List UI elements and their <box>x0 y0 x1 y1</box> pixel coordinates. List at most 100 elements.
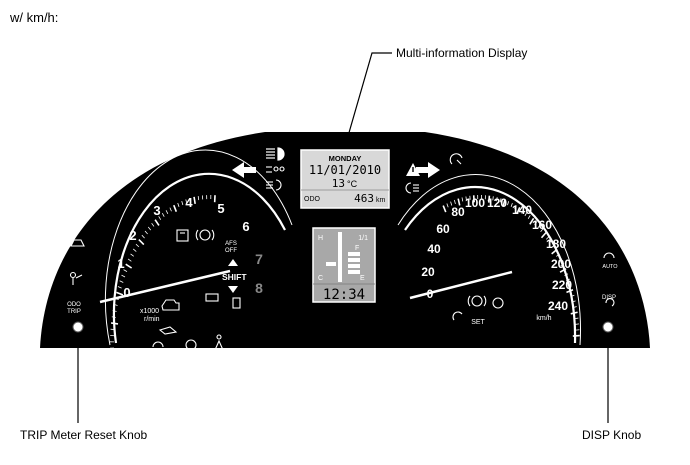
speed-tick-label-80: 80 <box>451 205 465 219</box>
tach-tick-mark <box>144 230 148 235</box>
master-warning-icon <box>406 163 420 176</box>
tach-tick-mark <box>138 239 145 246</box>
high-beam-icon <box>266 147 285 161</box>
tach-tick-mark <box>165 210 169 215</box>
tach-tick-mark <box>169 207 172 212</box>
speed-tick-label-100: 100 <box>465 196 485 210</box>
fuel-pump-icon <box>232 297 241 309</box>
speed-tick-mark <box>496 197 498 202</box>
speed-tick-label-40: 40 <box>427 242 441 256</box>
tach-tick-mark <box>110 322 119 325</box>
fuel-full-label: F <box>355 245 359 252</box>
speed-tick-mark <box>487 195 491 203</box>
auto-label: AUTO <box>602 264 618 270</box>
tach-tick-mark <box>189 197 192 203</box>
abs-icon <box>185 339 197 351</box>
brake-system-icon <box>467 295 487 307</box>
tachometer-icons <box>69 229 241 351</box>
speed-tick-mark <box>465 196 467 201</box>
speed-tick-mark <box>551 244 555 248</box>
speed-tick-label-120: 120 <box>487 196 507 210</box>
tach-tick-label-6: 6 <box>242 219 249 234</box>
turn-left-arrow-icon <box>232 162 256 178</box>
speed-tick-mark <box>574 317 579 320</box>
tach-tick-label-2: 2 <box>129 228 136 243</box>
turn-right-arrow-icon <box>416 162 440 178</box>
speed-tick-label-240: 240 <box>548 299 568 313</box>
tach-tick-mark <box>121 274 126 278</box>
speed-tick-mark <box>559 267 567 273</box>
speed-tick-label-60: 60 <box>436 222 450 236</box>
tach-tick-label-3: 3 <box>153 203 160 218</box>
speed-unit: km/h <box>536 315 551 322</box>
tire-pressure-icon <box>152 341 164 348</box>
fuel-empty-label: E <box>360 275 365 282</box>
clock-display: 12:34 <box>323 287 365 303</box>
speed-tick-label-140: 140 <box>512 203 532 217</box>
tach-tick-mark <box>177 202 180 207</box>
shift-down-arrow-icon <box>228 286 238 293</box>
cruise-control-icon <box>449 153 463 165</box>
speed-tick-mark <box>534 221 538 226</box>
fuel-fraction: 1/1 <box>358 235 368 242</box>
speedometer-dial: 020406080100120140160180200220240 <box>397 174 581 346</box>
speed-tick-label-20: 20 <box>421 265 435 279</box>
speed-tick-mark <box>560 263 565 267</box>
afs-label-1: AFS <box>225 241 237 247</box>
speed-tick-mark <box>450 201 453 206</box>
afs-label-2: OFF <box>225 248 237 254</box>
speed-tick-label-180: 180 <box>546 237 566 251</box>
top-indicators <box>232 147 463 194</box>
callout-trip-meter-reset-knob: TRIP Meter Reset Knob <box>20 428 148 442</box>
tach-tick-label-5: 5 <box>217 201 224 216</box>
tach-tick-mark <box>141 234 145 239</box>
speed-tick-label-200: 200 <box>551 257 571 271</box>
tach-tick-label-0: 0 <box>123 285 130 300</box>
multi-information-display: MONDAY 11/01/2010 13 °C ODO 463 km <box>300 149 390 209</box>
speed-tick-mark <box>540 228 544 233</box>
shift-up-arrow-icon <box>228 259 238 266</box>
tach-tick-mark <box>158 216 162 220</box>
speed-tick-mark <box>527 215 531 219</box>
callout-multi-information-display: Multi-information Display <box>396 46 528 60</box>
tach-tick-mark <box>135 243 140 248</box>
speed-tick-mark <box>453 199 456 204</box>
tach-tick-label-7: 7 <box>255 251 263 267</box>
tach-tick-mark <box>123 269 128 272</box>
tach-tick-mark <box>185 199 188 204</box>
tach-tick-label-4: 4 <box>185 195 193 210</box>
speed-tick-mark <box>529 217 535 225</box>
speed-tick-mark <box>524 212 528 217</box>
odo-trip-label-1: ODO <box>67 302 81 308</box>
tach-tick-mark <box>147 226 152 231</box>
speed-tick-mark <box>558 258 563 262</box>
speed-tick-label-160: 160 <box>532 218 552 232</box>
speed-tick-mark <box>457 198 461 206</box>
oil-pressure-icon <box>158 326 178 335</box>
mid-odo-label: ODO <box>304 196 321 203</box>
speed-tick-mark <box>540 231 547 239</box>
trip-knob <box>72 321 84 333</box>
center-display: H C 1/1 F E 12:34 <box>312 227 376 303</box>
tach-tick-mark <box>111 316 116 318</box>
mid-odo-value: 463 <box>354 192 374 205</box>
speed-tick-mark <box>570 311 578 315</box>
temp-high-label: H <box>318 235 323 242</box>
speed-tick-mark <box>442 205 447 213</box>
tach-tick-mark <box>193 196 196 204</box>
speed-tick-label-220: 220 <box>552 278 572 292</box>
speed-tick-mark <box>571 300 576 303</box>
mid-temp-unit: °C <box>347 179 358 189</box>
mid-date: 11/01/2010 <box>309 163 381 177</box>
parking-brake-icon <box>492 297 504 309</box>
tach-tick-mark <box>151 222 155 227</box>
mid-temp: 13 <box>332 177 345 190</box>
speed-tick-mark <box>566 278 570 282</box>
speed-tick-mark <box>502 199 506 207</box>
tach-tick-mark <box>116 291 124 296</box>
speed-tick-mark <box>574 323 580 325</box>
speed-tick-mark <box>570 294 575 298</box>
speed-tick-mark <box>514 204 517 209</box>
brake-light-icon <box>195 229 215 241</box>
